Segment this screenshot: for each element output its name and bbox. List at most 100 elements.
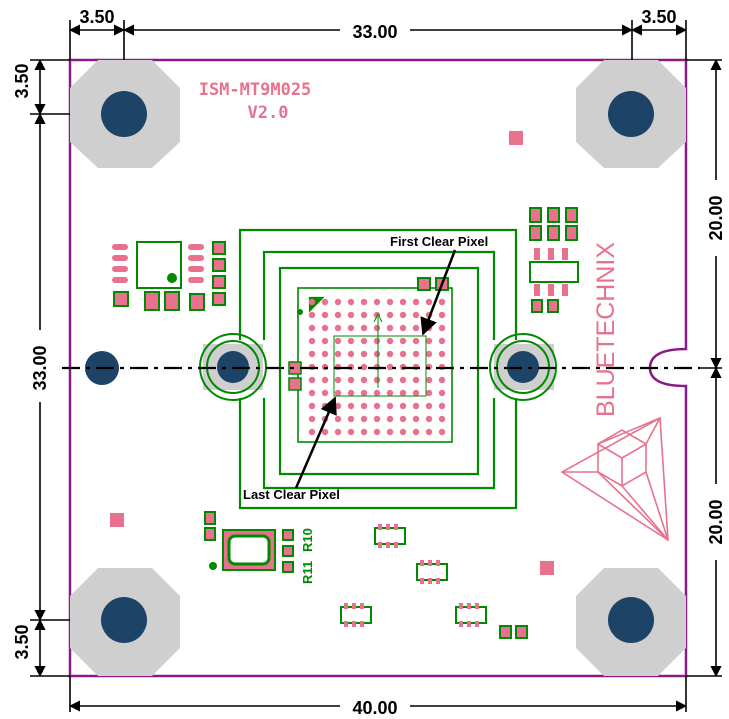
solder-ball — [386, 350, 394, 358]
solder-ball — [425, 298, 433, 306]
solder-ball — [438, 376, 446, 384]
solder-ball — [347, 402, 355, 410]
solder-ball — [438, 337, 446, 345]
solder-ball — [347, 311, 355, 319]
solder-ball — [399, 337, 407, 345]
solder-ball — [373, 298, 381, 306]
resistor-label-r10: R10 — [300, 528, 315, 552]
solder-ball — [308, 415, 316, 423]
solder-ball — [386, 389, 394, 397]
solder-ball — [308, 428, 316, 436]
solder-ball — [425, 350, 433, 358]
solder-ball — [438, 298, 446, 306]
solder-ball — [412, 376, 420, 384]
solder-ball — [321, 389, 329, 397]
solder-ball — [412, 311, 420, 319]
solder-ball — [399, 389, 407, 397]
solder-ball — [373, 415, 381, 423]
solder-ball — [334, 415, 342, 423]
solder-ball — [334, 428, 342, 436]
right-components — [417, 207, 579, 313]
solder-ball — [321, 402, 329, 410]
solder-ball — [360, 389, 368, 397]
solder-ball — [334, 311, 342, 319]
solder-ball — [347, 298, 355, 306]
solder-ball — [399, 402, 407, 410]
brand-label: BLUETECHNIX — [592, 242, 620, 417]
solder-ball — [399, 415, 407, 423]
active-area-marker — [333, 312, 427, 397]
solder-ball — [347, 376, 355, 384]
dim-top-center: 33.00 — [352, 22, 397, 42]
solder-ball — [373, 376, 381, 384]
dim-top-right: 3.50 — [641, 7, 676, 27]
solder-ball — [321, 298, 329, 306]
solder-ball — [360, 363, 368, 371]
solder-ball — [386, 402, 394, 410]
solder-ball — [308, 311, 316, 319]
solder-ball — [373, 324, 381, 332]
solder-ball — [360, 415, 368, 423]
solder-ball — [321, 376, 329, 384]
solder-ball — [412, 389, 420, 397]
solder-ball — [399, 376, 407, 384]
solder-ball — [347, 428, 355, 436]
solder-ball — [308, 402, 316, 410]
solder-ball — [386, 298, 394, 306]
solder-ball — [386, 337, 394, 345]
dim-right-lower: 20.00 — [706, 499, 726, 544]
solder-ball — [347, 324, 355, 332]
solder-ball — [412, 428, 420, 436]
solder-ball — [373, 350, 381, 358]
solder-ball — [412, 337, 420, 345]
solder-ball — [425, 376, 433, 384]
solder-ball — [425, 402, 433, 410]
solder-ball — [373, 389, 381, 397]
solder-ball — [334, 376, 342, 384]
solder-ball — [347, 337, 355, 345]
solder-ball — [425, 389, 433, 397]
dim-left-center: 33.00 — [30, 345, 50, 390]
solder-ball — [360, 337, 368, 345]
solder-ball — [347, 415, 355, 423]
solder-ball — [386, 363, 394, 371]
dim-bottom: 40.00 — [352, 698, 397, 718]
solder-ball — [360, 428, 368, 436]
solder-ball — [399, 311, 407, 319]
solder-ball — [360, 298, 368, 306]
solder-ball — [425, 428, 433, 436]
mount-hole-bottom-left — [101, 597, 147, 643]
solder-ball — [360, 376, 368, 384]
solder-ball — [321, 350, 329, 358]
mount-hole-top-left — [101, 91, 147, 137]
solder-ball — [334, 402, 342, 410]
solder-ball — [360, 350, 368, 358]
last-clear-pixel-label: Last Clear Pixel — [243, 487, 340, 502]
solder-ball — [308, 376, 316, 384]
solder-ball — [308, 350, 316, 358]
solder-ball — [321, 428, 329, 436]
solder-ball — [412, 415, 420, 423]
solder-ball — [321, 311, 329, 319]
solder-ball — [308, 298, 316, 306]
first-clear-pixel-label: First Clear Pixel — [390, 234, 488, 249]
solder-ball — [386, 376, 394, 384]
callouts: First Clear Pixel Last Clear Pixel — [243, 234, 488, 502]
solder-ball — [438, 402, 446, 410]
solder-ball — [438, 311, 446, 319]
solder-ball — [334, 324, 342, 332]
solder-ball — [399, 324, 407, 332]
brand-logo — [560, 416, 669, 542]
solder-ball — [334, 298, 342, 306]
solder-ball — [334, 337, 342, 345]
solder-ball — [399, 428, 407, 436]
solder-ball — [321, 324, 329, 332]
solder-ball — [308, 324, 316, 332]
solder-ball — [360, 402, 368, 410]
solder-ball — [308, 337, 316, 345]
left-components — [112, 241, 226, 311]
solder-ball — [438, 350, 446, 358]
solder-ball — [425, 415, 433, 423]
solder-ball — [412, 402, 420, 410]
solder-ball — [438, 324, 446, 332]
